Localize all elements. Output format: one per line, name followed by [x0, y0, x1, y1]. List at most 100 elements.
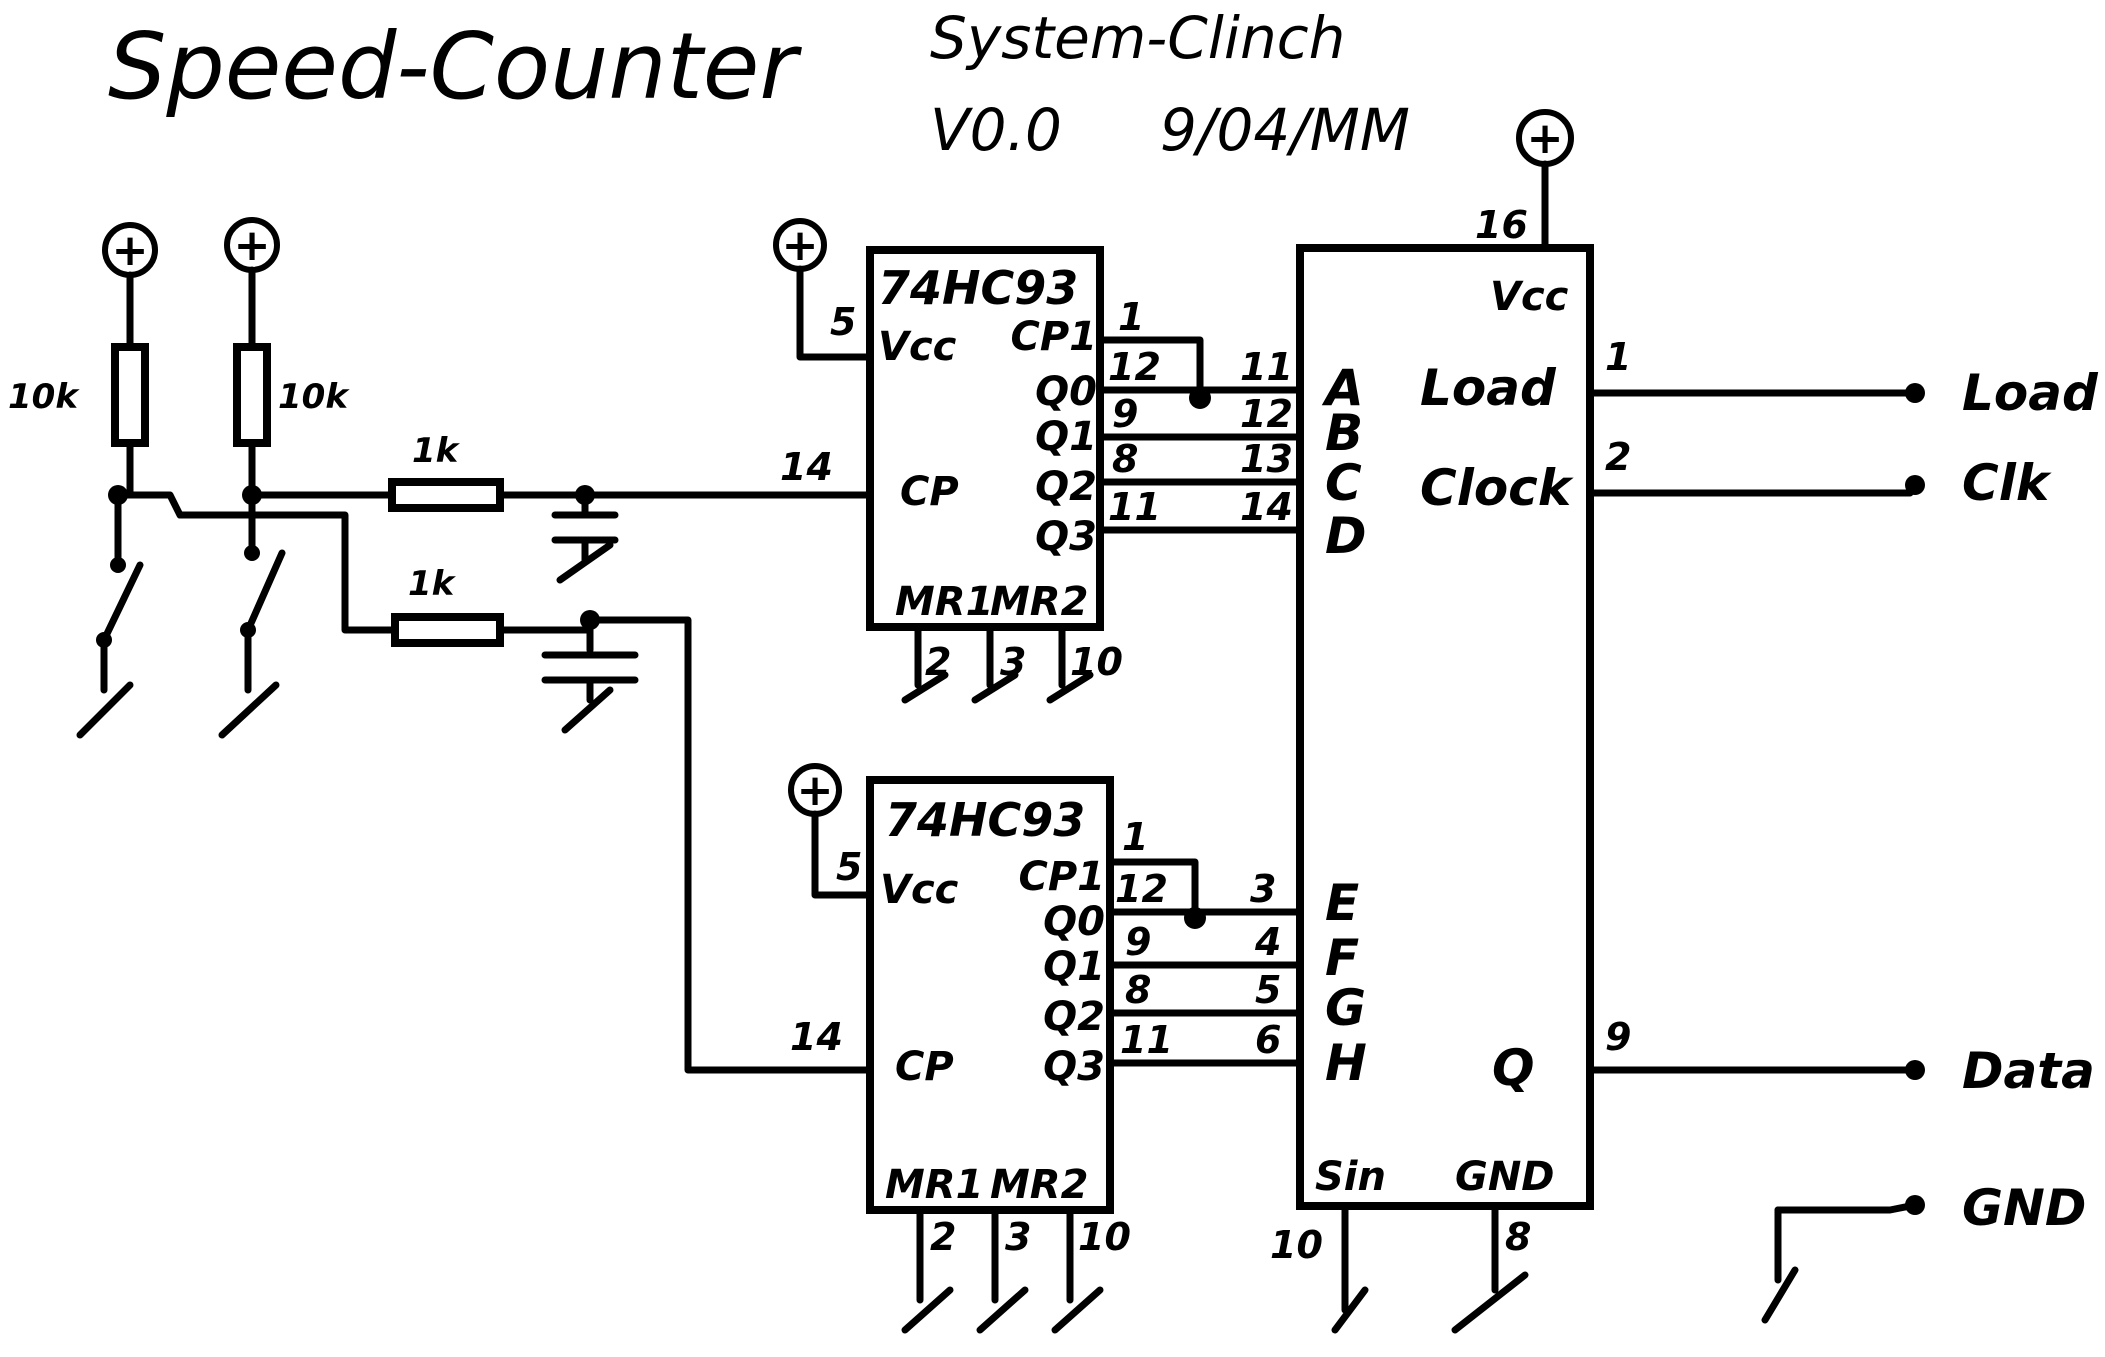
series-resistor-bottom — [391, 613, 504, 647]
pin-number-cp: 14 — [790, 1015, 843, 1059]
pin-number-b: 12 — [1240, 392, 1293, 436]
net-label-clk: Clk — [1962, 454, 2052, 512]
supply-symbol-left: + — [102, 222, 158, 278]
pin-label-cp1: CP1 — [1018, 854, 1105, 900]
pin-label-vcc: Vcc — [878, 324, 957, 370]
pin-label-q2: Q2 — [1035, 464, 1097, 510]
pin-label-e: E — [1325, 874, 1359, 932]
pin-number-c: 13 — [1240, 437, 1293, 481]
counter-chip-bottom: 74HC93 + 5 Vcc 14 CP CP1 Q0 Q1 Q2 Q3 1 1… — [586, 616, 1304, 1334]
net-label-load: Load — [1962, 364, 2099, 422]
supply-symbol-right: + — [224, 217, 280, 273]
pin-number-g: 5 — [1255, 968, 1281, 1012]
switch-left — [76, 491, 144, 739]
capacitor-bottom — [541, 616, 639, 734]
pin-number-q2: 8 — [1112, 437, 1138, 481]
capacitor-top — [551, 491, 619, 584]
pullup-resistor-left-value: 10k — [8, 377, 80, 417]
series-resistor-top — [388, 478, 504, 512]
connector-terminal — [1905, 1195, 1925, 1215]
pullup-resistor-right-value: 10k — [278, 377, 350, 417]
pin-number-q0: 12 — [1115, 867, 1168, 911]
pin-label-mr2: MR2 — [990, 1162, 1088, 1208]
pin-label-load: Load — [1420, 359, 1557, 417]
pin-label-q3: Q3 — [1035, 514, 1097, 560]
pin-number-q1: 9 — [1125, 920, 1151, 964]
pin-number-mr1: 2 — [930, 1215, 956, 1259]
pin-number-d: 14 — [1240, 485, 1293, 529]
pin-label-vcc: Vcc — [880, 867, 959, 913]
pin-number-q1: 9 — [1112, 392, 1138, 436]
pin-number-cp1: 1 — [1122, 815, 1148, 859]
net-label-gnd: GND — [1962, 1179, 2086, 1237]
supply-plus-label: + — [782, 220, 819, 271]
pin-label-q: Q — [1492, 1039, 1535, 1097]
connector-terminal — [1905, 383, 1925, 403]
pin-number-q0: 12 — [1108, 345, 1161, 389]
input-section: + + 10k 10k — [8, 217, 639, 739]
pin-number-gnd: 10 — [1078, 1215, 1131, 1259]
pin-label-clock: Clock — [1420, 459, 1574, 517]
pin-label-g: G — [1325, 979, 1366, 1037]
pin-number-q3: 11 — [1120, 1018, 1173, 1062]
counter-chip-top: 74HC93 + 5 Vcc 14 CP CP1 Q0 Q1 Q2 Q3 1 1… — [581, 218, 1304, 704]
pin-number-clock: 2 — [1605, 435, 1631, 479]
pin-number-mr2: 3 — [1000, 640, 1026, 684]
pin-number-q3: 11 — [1108, 485, 1161, 529]
supply-symbol-counter-top: + — [773, 218, 827, 272]
pin-number-gnd: 8 — [1505, 1215, 1531, 1259]
pullup-resistor-right — [233, 343, 271, 447]
pin-number-cp1: 1 — [1118, 295, 1144, 339]
pin-label-q0: Q0 — [1035, 369, 1097, 415]
pin-label-b: B — [1325, 404, 1363, 462]
output-connectors: 1 Load 2 Clk 9 Data GND — [1586, 335, 2099, 1324]
schematic-title: Speed-Counter — [108, 13, 802, 120]
pin-number-a: 11 — [1240, 345, 1293, 389]
pin-number-load: 1 — [1605, 335, 1631, 379]
schematic-subtitle: System-Clinch — [930, 4, 1345, 72]
pin-number-q: 9 — [1605, 1015, 1631, 1059]
pin-label-gnd: GND — [1455, 1154, 1555, 1200]
pin-label-vcc: Vcc — [1490, 274, 1569, 320]
pin-number-vcc: 16 — [1475, 203, 1528, 247]
pin-number-gnd: 10 — [1070, 640, 1123, 684]
switch-right — [218, 491, 286, 739]
counter-chip-bottom-body — [866, 776, 1114, 1214]
connector-terminal — [1905, 1060, 1925, 1080]
pin-number-q2: 8 — [1125, 968, 1151, 1012]
series-resistor-bottom-value: 1k — [408, 564, 457, 604]
pin-label-f: F — [1325, 929, 1359, 987]
pin-number-mr2: 3 — [1005, 1215, 1031, 1259]
supply-plus-label: + — [1527, 113, 1564, 164]
pin-number-vcc: 5 — [836, 845, 862, 889]
pin-label-d: D — [1325, 507, 1367, 565]
pin-label-cp: CP — [900, 469, 959, 515]
pin-label-sin: Sin — [1315, 1154, 1386, 1200]
net-label-data: Data — [1962, 1042, 2095, 1100]
shift-register-chip: + 16 Vcc A B C D E F G H 11 12 13 14 3 4… — [1240, 109, 1594, 1334]
supply-symbol-shift-register: + — [1516, 109, 1574, 167]
pin-label-h: H — [1325, 1034, 1367, 1092]
pin-label-mr1: MR1 — [885, 1162, 983, 1208]
pin-number-mr1: 2 — [925, 640, 951, 684]
connector-terminal — [1905, 475, 1925, 495]
pin-label-q2: Q2 — [1043, 994, 1105, 1040]
pin-label-q0: Q0 — [1043, 899, 1105, 945]
pin-label-cp1: CP1 — [1010, 314, 1097, 360]
pin-label-cp: CP — [895, 1044, 954, 1090]
series-resistor-top-value: 1k — [412, 431, 461, 471]
chip-part-number: 74HC93 — [878, 261, 1078, 315]
pin-label-mr1: MR1 — [895, 579, 993, 625]
pin-label-q1: Q1 — [1035, 414, 1097, 460]
supply-symbol-counter-bottom: + — [788, 763, 842, 817]
pin-number-sin: 10 — [1270, 1223, 1323, 1267]
pin-label-q1: Q1 — [1043, 944, 1105, 990]
pin-label-a: A — [1321, 359, 1364, 417]
supply-plus-label: + — [797, 765, 834, 816]
date-label: 9/04/MM — [1160, 96, 1410, 164]
version-label: V0.0 — [930, 96, 1062, 164]
shift-register-body — [1296, 244, 1594, 1210]
supply-plus-label: + — [234, 220, 271, 271]
pullup-resistor-left — [111, 343, 149, 447]
